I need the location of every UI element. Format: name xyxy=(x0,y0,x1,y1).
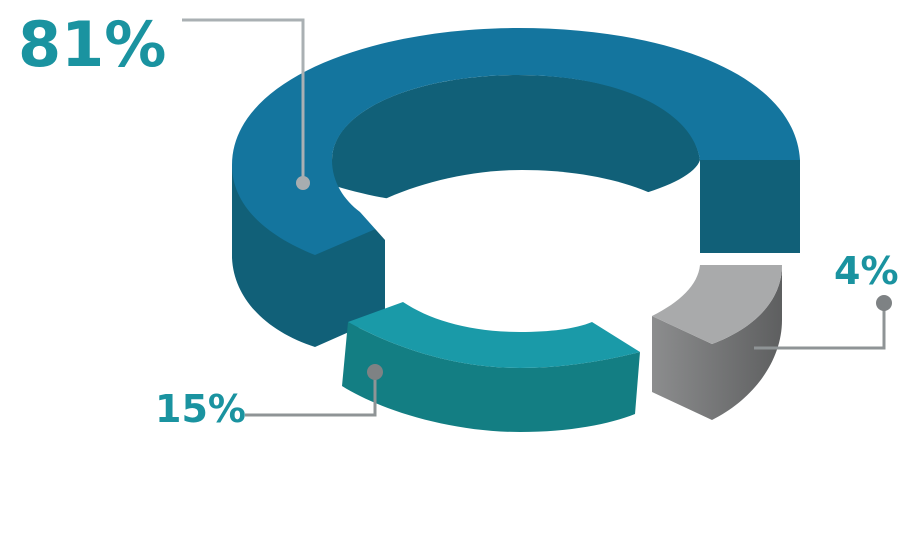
slice-4-side xyxy=(652,265,782,420)
slice-label-4: 4% xyxy=(834,249,899,293)
leader-line-15 xyxy=(245,372,377,417)
slice-81-inner-wall xyxy=(332,75,800,253)
slice-label-15: 15% xyxy=(155,387,246,431)
leader-dot-15 xyxy=(367,364,383,380)
slice-81-top xyxy=(232,28,800,255)
leader-line-4 xyxy=(754,303,886,350)
donut-hole xyxy=(360,170,700,281)
leader-line-81 xyxy=(182,18,305,183)
slice-4-top xyxy=(652,265,782,344)
slice-15-side xyxy=(342,322,640,432)
leader-dot-4 xyxy=(876,295,892,311)
slice-15-top xyxy=(348,302,640,368)
leader-dot-81 xyxy=(296,176,310,190)
slice-label-81: 81% xyxy=(18,8,166,81)
